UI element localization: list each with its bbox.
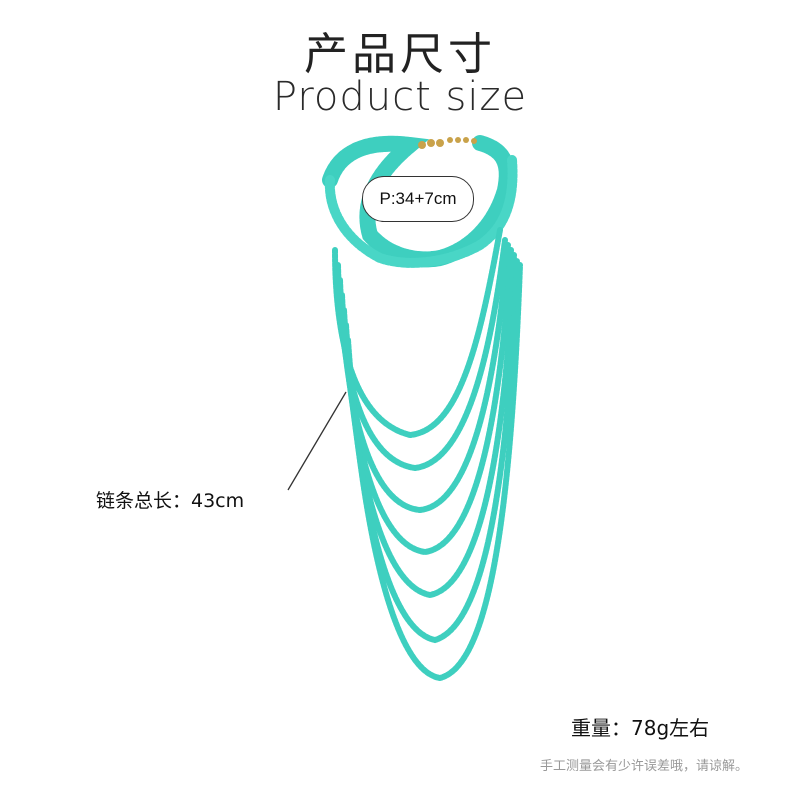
necklace-strands <box>322 135 523 682</box>
clasp <box>418 137 477 149</box>
length-pointer-line <box>287 391 347 491</box>
size-label: P:34+7cm <box>379 189 457 208</box>
size-bubble: P:34+7cm <box>362 176 474 222</box>
collar-strand <box>324 155 518 268</box>
weight-label: 重量：78g左右 <box>571 716 710 740</box>
page-title-cn: 产品尺寸 <box>304 29 496 80</box>
page-title-en: Product size <box>272 74 528 120</box>
measurement-note: 手工测量会有少许误差哦，请谅解。 <box>540 759 749 774</box>
long-strand <box>345 262 523 682</box>
collar-strand <box>322 135 515 268</box>
chain-length-label: 链条总长：43cm <box>96 490 245 512</box>
